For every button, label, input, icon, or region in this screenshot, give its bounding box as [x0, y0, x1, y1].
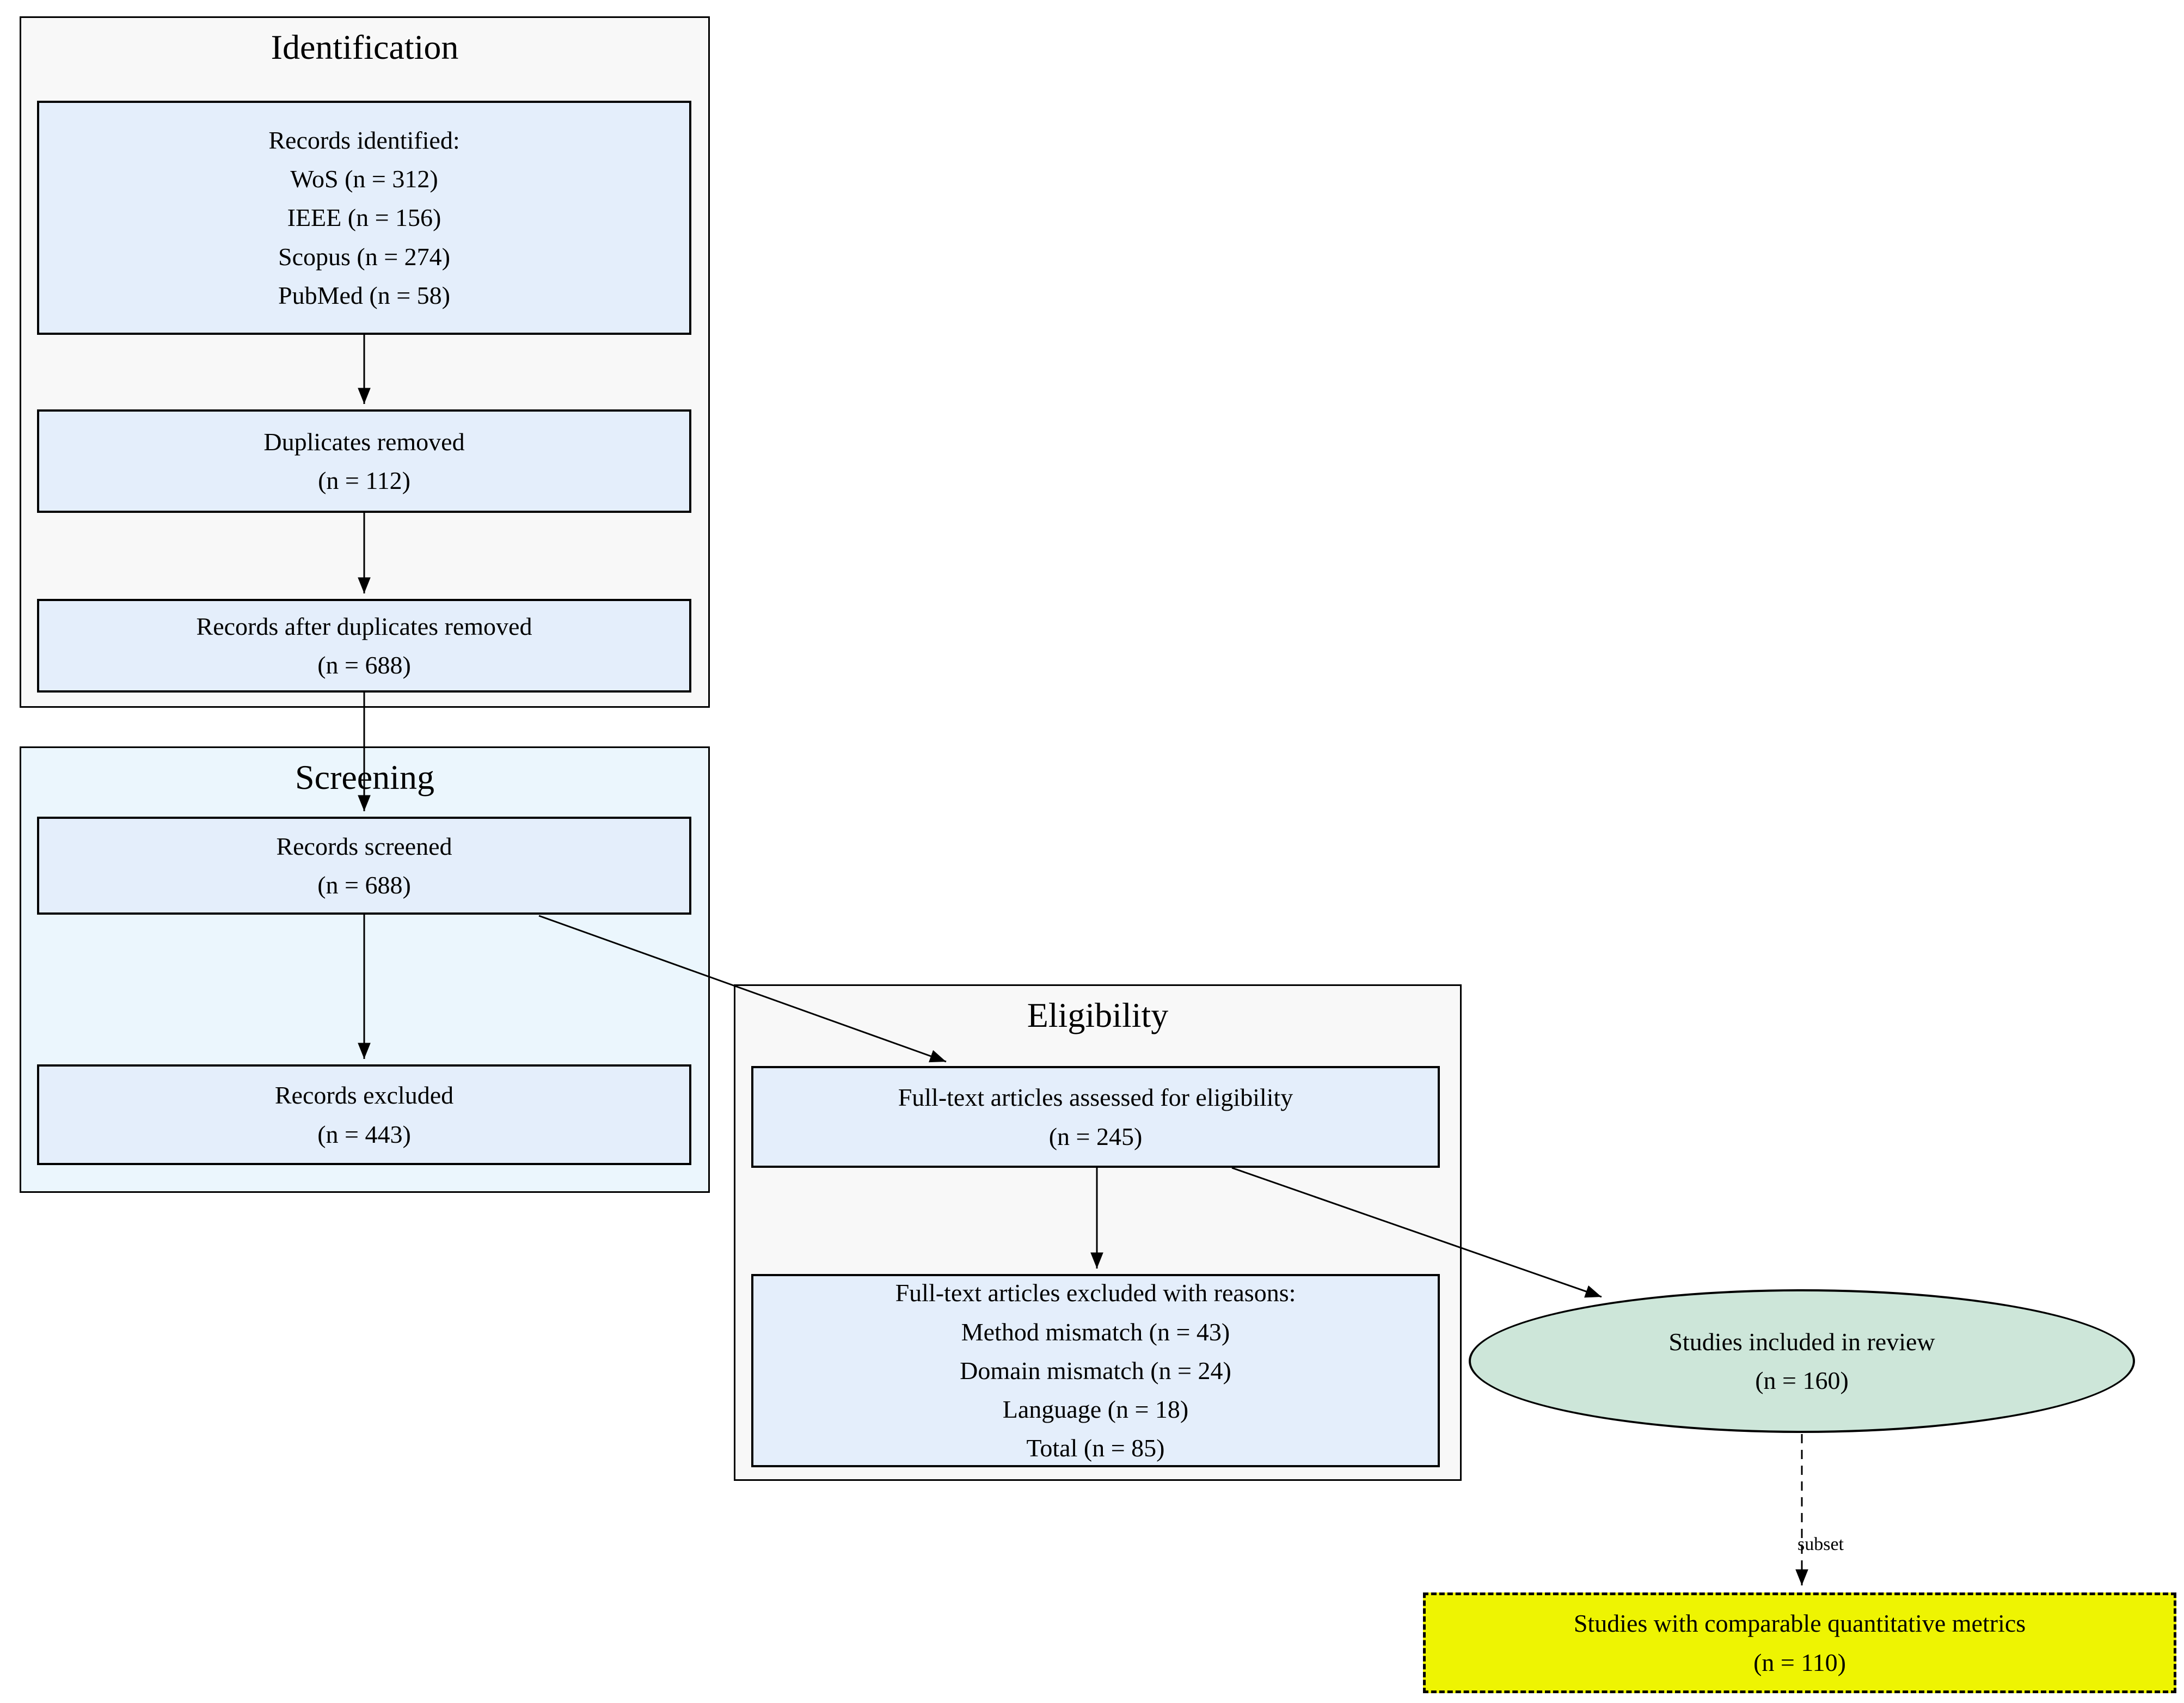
node-records-screened: Records screened (n = 688) — [37, 817, 691, 915]
node-line: IEEE (n = 156) — [287, 204, 441, 232]
node-line: Full-text articles excluded with reasons… — [895, 1279, 1296, 1307]
node-line: Full-text articles assessed for eligibil… — [898, 1083, 1293, 1112]
node-line: (n = 688) — [317, 651, 411, 679]
cluster-screening-title: Screening — [295, 758, 434, 797]
node-duplicates-removed: Duplicates removed (n = 112) — [37, 409, 691, 513]
node-line: Records screened — [276, 832, 452, 860]
cluster-eligibility-title: Eligibility — [1027, 996, 1169, 1034]
node-line: Records excluded — [274, 1081, 454, 1110]
node-line: Studies with comparable quantitative met… — [1573, 1609, 2026, 1638]
node-line: (n = 688) — [317, 871, 411, 899]
node-line: Language (n = 18) — [1002, 1395, 1189, 1424]
node-line: Duplicates removed — [263, 427, 465, 456]
node-fulltext-assessed: Full-text articles assessed for eligibil… — [751, 1066, 1440, 1168]
node-line: PubMed (n = 58) — [278, 281, 450, 309]
node-studies-included: Studies included in review (n = 160) — [1469, 1289, 2135, 1433]
node-fulltext-excluded: Full-text articles excluded with reasons… — [751, 1274, 1440, 1467]
node-line: Domain mismatch (n = 24) — [960, 1356, 1231, 1385]
node-line: Method mismatch (n = 43) — [961, 1318, 1230, 1346]
node-records-identified: Records identified: WoS (n = 312) IEEE (… — [37, 101, 691, 335]
node-studies-comparable: Studies with comparable quantitative met… — [1423, 1592, 2176, 1693]
cluster-identification-title: Identification — [271, 28, 459, 66]
node-line: (n = 160) — [1755, 1367, 1849, 1394]
node-line: Records identified: — [268, 126, 460, 154]
node-line: Scopus (n = 274) — [278, 242, 450, 271]
node-line: (n = 245) — [1048, 1122, 1143, 1150]
edge-label-subset: subset — [1797, 1534, 1844, 1554]
node-line: (n = 112) — [318, 467, 410, 494]
node-records-excluded: Records excluded (n = 443) — [37, 1064, 691, 1165]
node-line: Studies included in review — [1668, 1327, 1935, 1356]
node-line: (n = 110) — [1753, 1648, 1846, 1676]
node-line: (n = 443) — [317, 1120, 411, 1148]
node-line: Total (n = 85) — [1026, 1434, 1165, 1462]
node-line: WoS (n = 312) — [290, 165, 438, 193]
node-line: Records after duplicates removed — [196, 612, 532, 640]
node-records-after-duplicates: Records after duplicates removed (n = 68… — [37, 599, 691, 693]
